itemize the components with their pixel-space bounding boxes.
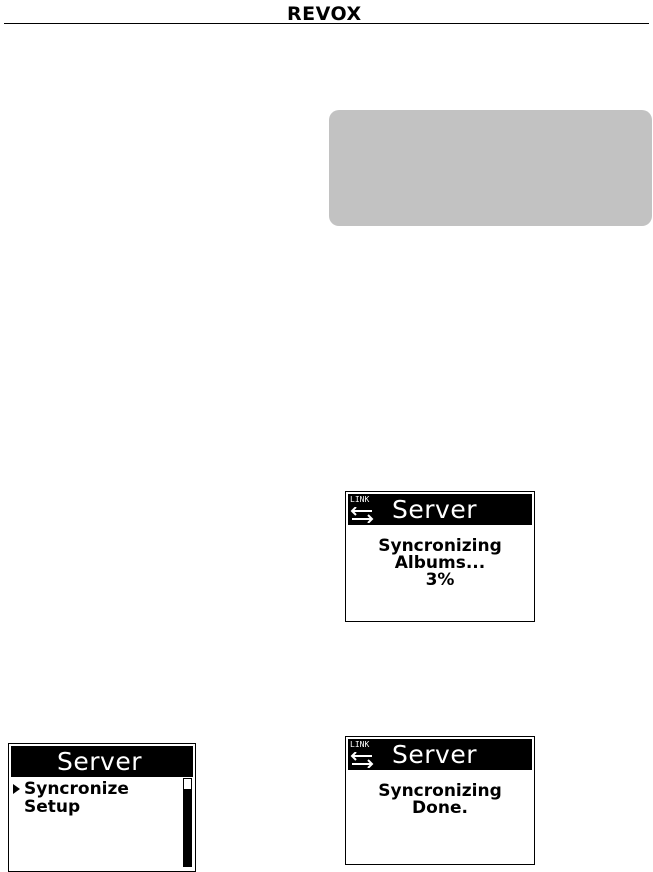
- menu-item-label: Setup: [24, 797, 81, 817]
- lcd-title: Server: [392, 740, 477, 769]
- header-divider: [4, 23, 649, 24]
- sync-percent: 3%: [425, 570, 455, 590]
- lcd-title-bar: Server: [11, 746, 193, 777]
- done-line-2: Done.: [412, 798, 468, 818]
- sync-line-1: Syncronizing: [378, 536, 502, 556]
- menu-item-label: Syncronize: [24, 779, 129, 799]
- menu-item-setup[interactable]: Setup: [13, 798, 129, 816]
- scroll-thumb[interactable]: [184, 779, 191, 789]
- lcd-sync-progress: LINK Server Syncronizing Albums... 3%: [345, 491, 535, 622]
- revox-logo: REVOX: [287, 3, 362, 25]
- note-box: [329, 110, 652, 226]
- lcd-sync-done: LINK Server Syncronizing Done.: [345, 736, 535, 865]
- link-arrows-icon: LINK: [349, 740, 379, 769]
- link-label: LINK: [350, 740, 370, 749]
- lcd-title-bar: LINK Server: [348, 494, 532, 525]
- link-label: LINK: [350, 495, 370, 504]
- menu-item-syncronize[interactable]: Syncronize: [13, 780, 129, 798]
- lcd-title: Server: [392, 495, 477, 524]
- done-line-1: Syncronizing: [378, 781, 502, 801]
- lcd-title: Server: [57, 747, 142, 776]
- lcd-server-menu: Server Syncronize Setup: [8, 743, 196, 872]
- selection-arrow-icon: [13, 784, 20, 794]
- lcd-title-bar: LINK Server: [348, 739, 532, 770]
- link-arrows-icon: LINK: [349, 495, 379, 524]
- sync-line-2: Albums...: [394, 553, 486, 573]
- menu-list: Syncronize Setup: [13, 780, 129, 816]
- scrollbar[interactable]: [183, 778, 192, 867]
